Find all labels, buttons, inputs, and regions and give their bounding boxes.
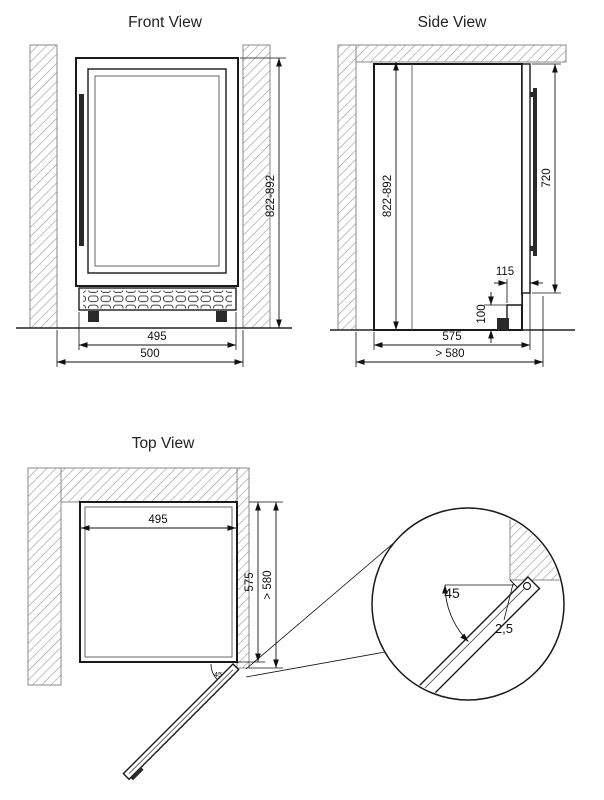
side-dim-recess-label: 115	[496, 266, 514, 278]
top-body-outline	[79, 501, 238, 663]
front-view: Front View 822-892 495	[16, 14, 292, 367]
front-right-foot	[216, 311, 227, 322]
top-view: Top View 495 45 575	[27, 435, 395, 781]
top-dim-depth: 575	[237, 501, 265, 663]
front-door-handle	[79, 94, 84, 246]
front-dim-height-label: 822-892	[265, 175, 277, 217]
side-door-panel	[521, 63, 531, 294]
top-door-angle: 45	[210, 663, 222, 680]
top-dim-depth-label: 575	[244, 572, 256, 591]
side-dim-niche-depth: > 580	[355, 296, 544, 367]
detail-wall-corner-hatch	[509, 509, 563, 581]
side-dim-recess: 115	[494, 266, 543, 303]
side-back-wall-hatch	[337, 44, 357, 331]
top-view-title: Top View	[132, 435, 195, 452]
side-foot	[497, 318, 509, 330]
appliance-top	[79, 501, 238, 663]
side-dim-depth: 575	[373, 295, 531, 350]
appliance-side	[373, 63, 537, 331]
top-door-angle-arc	[210, 663, 218, 680]
detail-view: 45 2,5	[371, 507, 565, 701]
detail-circle-bg	[372, 508, 564, 700]
side-dim-depth-label: 575	[442, 331, 461, 343]
top-dim-width-label: 495	[148, 514, 167, 526]
open-door	[122, 663, 240, 781]
front-view-title: Front View	[128, 14, 203, 31]
side-door-handle	[533, 88, 537, 256]
front-dim-width-appliance: 495	[78, 312, 237, 350]
side-dim-height-label: 822-892	[382, 175, 394, 217]
side-view-title: Side View	[418, 14, 487, 31]
top-dim-width: 495	[81, 514, 236, 531]
side-dim-plinth-height-label: 100	[476, 304, 488, 323]
front-dim-width-niche: 500	[56, 330, 244, 367]
detail-gap-leader	[503, 583, 514, 621]
top-door-inner-line	[128, 669, 234, 774]
detail-angle-label: 45	[444, 585, 460, 601]
front-right-wall-hatch	[242, 44, 271, 329]
top-dim-niche-depth-label: > 580	[262, 570, 274, 599]
detail-hinge-pin	[522, 581, 532, 591]
side-handle-stem-bottom	[530, 246, 533, 251]
top-left-wall-hatch	[27, 467, 62, 686]
front-left-foot	[88, 311, 99, 322]
side-view: Side View 822-892 720	[330, 14, 575, 367]
top-dim-niche-depth: > 580	[249, 501, 283, 669]
front-vent-grille	[83, 290, 232, 309]
top-right-wall-hatch	[236, 467, 250, 669]
top-door-handle	[130, 767, 144, 781]
side-plinth-recess-profile	[506, 293, 523, 330]
detail-gap-label: 2,5	[495, 621, 513, 636]
side-dim-height: 822-892	[382, 62, 399, 330]
side-handle-stem-top	[530, 92, 533, 97]
side-counter-hatch	[337, 44, 567, 63]
front-door-frame	[87, 68, 227, 274]
detail-angle-arc	[442, 584, 469, 642]
front-glass-pane	[94, 75, 220, 267]
detail-callout-line-lower	[245, 651, 386, 678]
side-dim-niche-depth-label: > 580	[435, 348, 464, 360]
appliance-front	[75, 57, 239, 322]
front-dim-width-appliance-label: 495	[147, 331, 166, 343]
top-body-inner-line	[84, 506, 233, 658]
detail-callout-line-upper	[245, 541, 395, 670]
side-dim-plinth-height: 100	[476, 292, 507, 343]
side-dim-door-height: 720	[532, 63, 561, 294]
front-dim-height: 822-892	[240, 57, 286, 328]
front-dim-width-niche-label: 500	[140, 348, 159, 360]
front-left-wall-hatch	[29, 44, 58, 329]
top-door-angle-label: 45	[214, 670, 222, 679]
detail-door-strip	[391, 576, 541, 699]
detail-gap-dim	[509, 579, 518, 588]
side-dim-door-height-label: 720	[541, 168, 553, 187]
detail-circle-outline	[371, 507, 565, 701]
